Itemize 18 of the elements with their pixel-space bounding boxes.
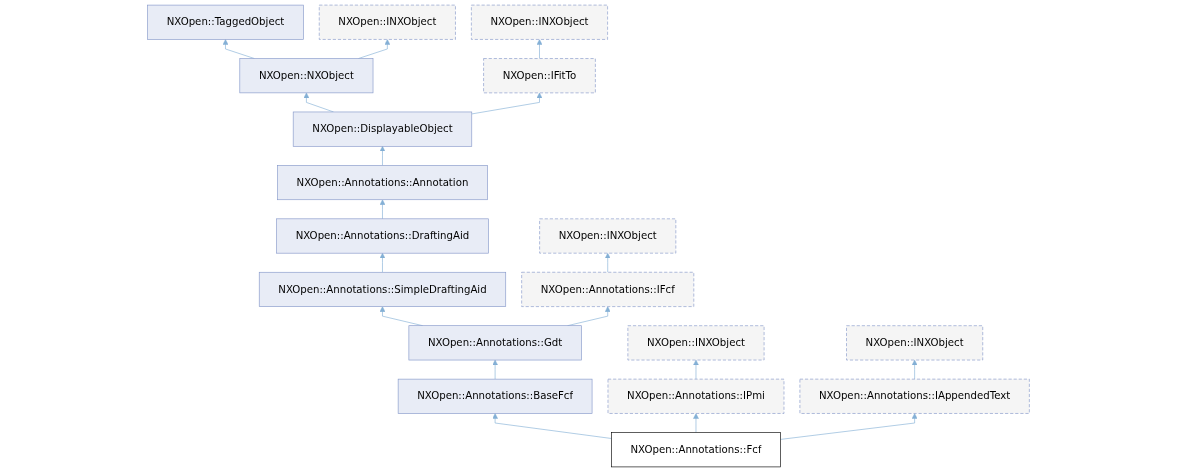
node-box: NXOpen::IFitTo <box>483 58 596 94</box>
node-box: NXOpen::Annotations::Annotation <box>277 165 488 201</box>
node-box: NXOpen::Annotations::IAppendedText <box>799 378 1030 414</box>
node-box: NXOpen::NXObject <box>239 58 374 94</box>
node-box: NXOpen::TaggedObject <box>147 4 304 40</box>
node-box: NXOpen::INXObject <box>539 218 677 254</box>
node-box: NXOpen::INXObject <box>627 325 765 361</box>
node-box: NXOpen::Annotations::Fcf <box>611 432 781 468</box>
node-box: NXOpen::Annotations::SimpleDraftingAid <box>258 271 507 307</box>
node-box: NXOpen::DisplayableObject <box>292 111 473 147</box>
node-box: NXOpen::Annotations::DraftingAid <box>276 218 489 254</box>
node-box: NXOpen::INXObject <box>318 4 456 40</box>
node-box: NXOpen::INXObject <box>471 4 608 40</box>
node-box: NXOpen::Annotations::Gdt <box>408 325 582 361</box>
node-box: NXOpen::Annotations::IFcf <box>521 271 695 307</box>
node-box: NXOpen::Annotations::BaseFcf <box>397 378 593 414</box>
node-box: NXOpen::INXObject <box>846 325 984 361</box>
node-box: NXOpen::Annotations::IPmi <box>607 378 785 414</box>
